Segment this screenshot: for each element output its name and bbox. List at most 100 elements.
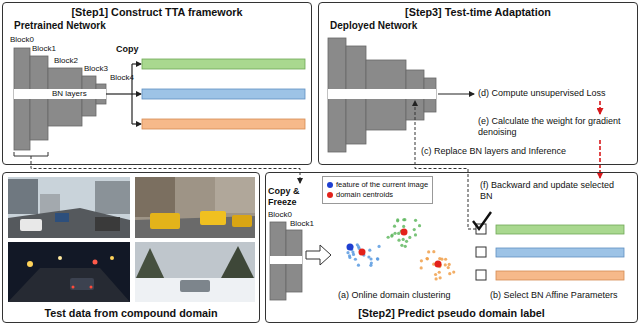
feature-scatter bbox=[434, 277, 437, 280]
legend-swatch bbox=[327, 192, 333, 198]
bn-band bbox=[14, 89, 106, 99]
label: Pretrained Network bbox=[14, 20, 106, 32]
checkbox bbox=[476, 247, 486, 257]
label: (c) Replace BN layers and Inference bbox=[421, 146, 566, 157]
street-photo bbox=[70, 278, 94, 290]
feature-scatter bbox=[376, 257, 379, 260]
feature-scatter bbox=[391, 233, 394, 236]
checkbox bbox=[476, 270, 486, 280]
bn-band bbox=[328, 89, 436, 99]
feature-scatter bbox=[401, 229, 408, 236]
feature-scatter bbox=[408, 236, 411, 239]
street-photo bbox=[20, 219, 42, 231]
feature-scatter bbox=[439, 276, 442, 279]
copy-arrow bbox=[106, 64, 141, 124]
feature-scatter bbox=[396, 218, 399, 221]
street-photo bbox=[180, 280, 210, 292]
street-photo bbox=[135, 242, 255, 302]
street-photo bbox=[40, 194, 60, 214]
label: Block1 bbox=[32, 44, 56, 54]
bn-copy-bar bbox=[142, 59, 305, 129]
street-photo bbox=[232, 215, 252, 227]
label: Deployed Network bbox=[330, 20, 417, 32]
feature-scatter bbox=[432, 250, 435, 253]
feature-scatter bbox=[397, 232, 400, 235]
feature-scatter bbox=[393, 232, 396, 235]
feature-scatter bbox=[348, 256, 351, 259]
label: Block4 bbox=[110, 73, 134, 83]
street-photo bbox=[8, 242, 130, 302]
feature-scatter bbox=[427, 250, 430, 253]
feature-scatter bbox=[347, 244, 354, 251]
panel: Test data from compound domain bbox=[2, 172, 260, 323]
street-photo bbox=[150, 213, 180, 229]
label: Block2 bbox=[54, 56, 78, 66]
feature-scatter bbox=[377, 245, 380, 248]
legend-row: feature of the current image bbox=[327, 180, 428, 190]
legend-text: domain centroids bbox=[336, 190, 393, 200]
street-photo bbox=[110, 256, 114, 260]
feature-scatter bbox=[402, 238, 405, 241]
panel-title: Test data from compound domain bbox=[3, 306, 259, 320]
feature-scatter bbox=[346, 251, 349, 254]
feature-scatter bbox=[402, 225, 405, 228]
feature-scatter bbox=[414, 233, 417, 236]
feature-scatter bbox=[438, 271, 441, 274]
label: (e) Calculate the weight for gradient de… bbox=[478, 116, 628, 138]
street-photo bbox=[135, 248, 165, 280]
bn-copy-bar bbox=[142, 89, 305, 99]
feature-scatter bbox=[425, 257, 428, 260]
feature-scatter bbox=[387, 236, 390, 239]
network-block bbox=[270, 222, 302, 300]
copy-arrow bbox=[132, 123, 141, 124]
label: (f) Backward and update selected BN bbox=[480, 180, 625, 202]
bn-param-bar bbox=[496, 225, 624, 234]
street-photo bbox=[135, 177, 255, 238]
bn-param-bar bbox=[496, 271, 624, 280]
street-photo bbox=[135, 242, 255, 302]
feature-scatter bbox=[448, 272, 451, 275]
copy-arrow bbox=[132, 93, 141, 94]
feature-scatter bbox=[400, 244, 403, 247]
street-photo bbox=[220, 246, 255, 280]
feature-scatter bbox=[434, 273, 437, 276]
feature-scatter bbox=[413, 228, 416, 231]
street-photo bbox=[8, 177, 130, 238]
feature-scatter bbox=[376, 257, 379, 260]
feature-scatter bbox=[352, 253, 355, 256]
feature-scatter bbox=[435, 261, 442, 268]
replace-bn-link bbox=[415, 101, 476, 229]
street-photo bbox=[8, 179, 38, 214]
bn-copy-bar bbox=[142, 119, 305, 129]
panel-title: [Step1] Construct TTA framework bbox=[3, 5, 311, 19]
street-photo bbox=[8, 242, 130, 302]
street-photo bbox=[95, 181, 130, 214]
label: Copy & Freeze bbox=[268, 186, 313, 208]
gradient-flow-arrow bbox=[599, 101, 601, 114]
feature-scatter bbox=[426, 257, 429, 260]
label: Block0 bbox=[268, 210, 292, 220]
feature-scatter bbox=[420, 266, 423, 269]
panel-title: [Step2] Predict pseudo domain label bbox=[266, 306, 637, 320]
checkmark bbox=[473, 212, 491, 229]
street-photo bbox=[55, 213, 69, 222]
feature-scatter bbox=[438, 257, 441, 260]
feature-scatter bbox=[444, 263, 447, 266]
bn-band bbox=[270, 256, 302, 264]
label: Block1 bbox=[290, 219, 314, 229]
label: Copy bbox=[116, 44, 139, 55]
legend: feature of the current imagedomain centr… bbox=[322, 176, 433, 204]
inference-arrow bbox=[438, 93, 474, 94]
feature-scatter bbox=[448, 263, 451, 266]
network-block bbox=[14, 48, 106, 150]
feature-scatter bbox=[356, 243, 359, 246]
feature-scatter bbox=[418, 224, 421, 227]
legend-row: domain centroids bbox=[327, 190, 428, 200]
street-photo bbox=[93, 260, 98, 265]
feature-scatter bbox=[447, 266, 450, 269]
feature-scatter bbox=[405, 240, 408, 243]
street-photo bbox=[90, 286, 93, 289]
